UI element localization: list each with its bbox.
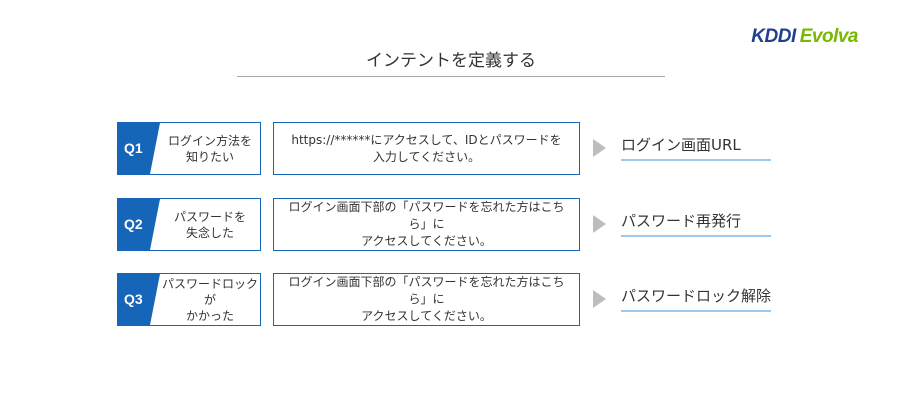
faq-row-q2: Q2 パスワードを 失念した ログイン画面下部の「パスワードを忘れた方はこちら」… [117,198,777,251]
arrow-right-icon [593,139,606,157]
logo-brand-text: KDDI [751,26,796,47]
question-number: Q1 [124,140,143,156]
question-number: Q3 [124,291,143,307]
intent-label: パスワードロック解除 [621,284,771,312]
question-text: パスワードロックが かかった [161,276,258,323]
arrow-right-icon [593,290,606,308]
faq-row-q3: Q3 パスワードロックが かかった ログイン画面下部の「パスワードを忘れた方はこ… [117,273,777,326]
question-box: Q2 パスワードを 失念した [117,198,261,251]
arrow-right-icon [593,215,606,233]
question-text: パスワードを 失念した [173,209,246,240]
answer-box: ログイン画面下部の「パスワードを忘れた方はこちら」に アクセスしてください。 [273,198,580,251]
question-badge-shape [118,123,160,174]
kddi-evolva-logo: KDDI Evolva [751,26,858,48]
answer-box: ログイン画面下部の「パスワードを忘れた方はこちら」に アクセスしてください。 [273,273,580,326]
answer-box: https://******にアクセスして、IDとパスワードを 入力してください… [273,122,580,175]
page-title: インテントを定義する [237,48,665,77]
question-box: Q3 パスワードロックが かかった [117,273,261,326]
faq-row-q1: Q1 ログイン方法を 知りたい https://******にアクセスして、ID… [117,122,777,175]
question-badge-shape [118,199,160,250]
intent-label: ログイン画面URL [621,133,771,161]
question-badge-shape [118,274,160,325]
question-box: Q1 ログイン方法を 知りたい [117,122,261,175]
question-text: ログイン方法を 知りたい [167,133,252,164]
question-number: Q2 [124,216,143,232]
intent-label: パスワード再発行 [621,209,771,237]
logo-sub-text: Evolva [799,26,859,47]
